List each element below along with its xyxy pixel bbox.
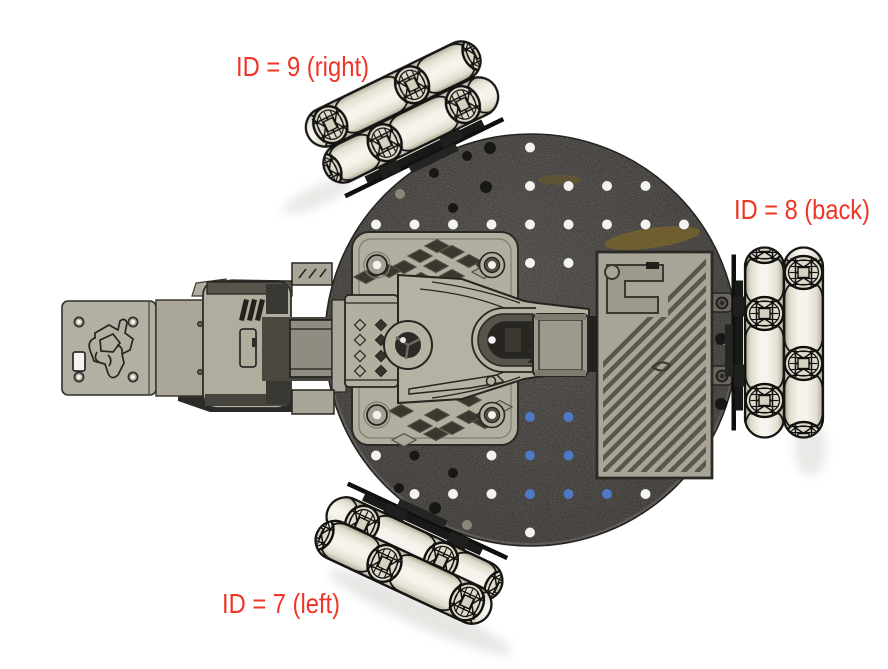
svg-text:ID = 7 (left): ID = 7 (left): [222, 588, 340, 619]
svg-text:ID = 9 (right): ID = 9 (right): [236, 51, 369, 82]
svg-text:ID = 8 (back): ID = 8 (back): [734, 194, 870, 225]
